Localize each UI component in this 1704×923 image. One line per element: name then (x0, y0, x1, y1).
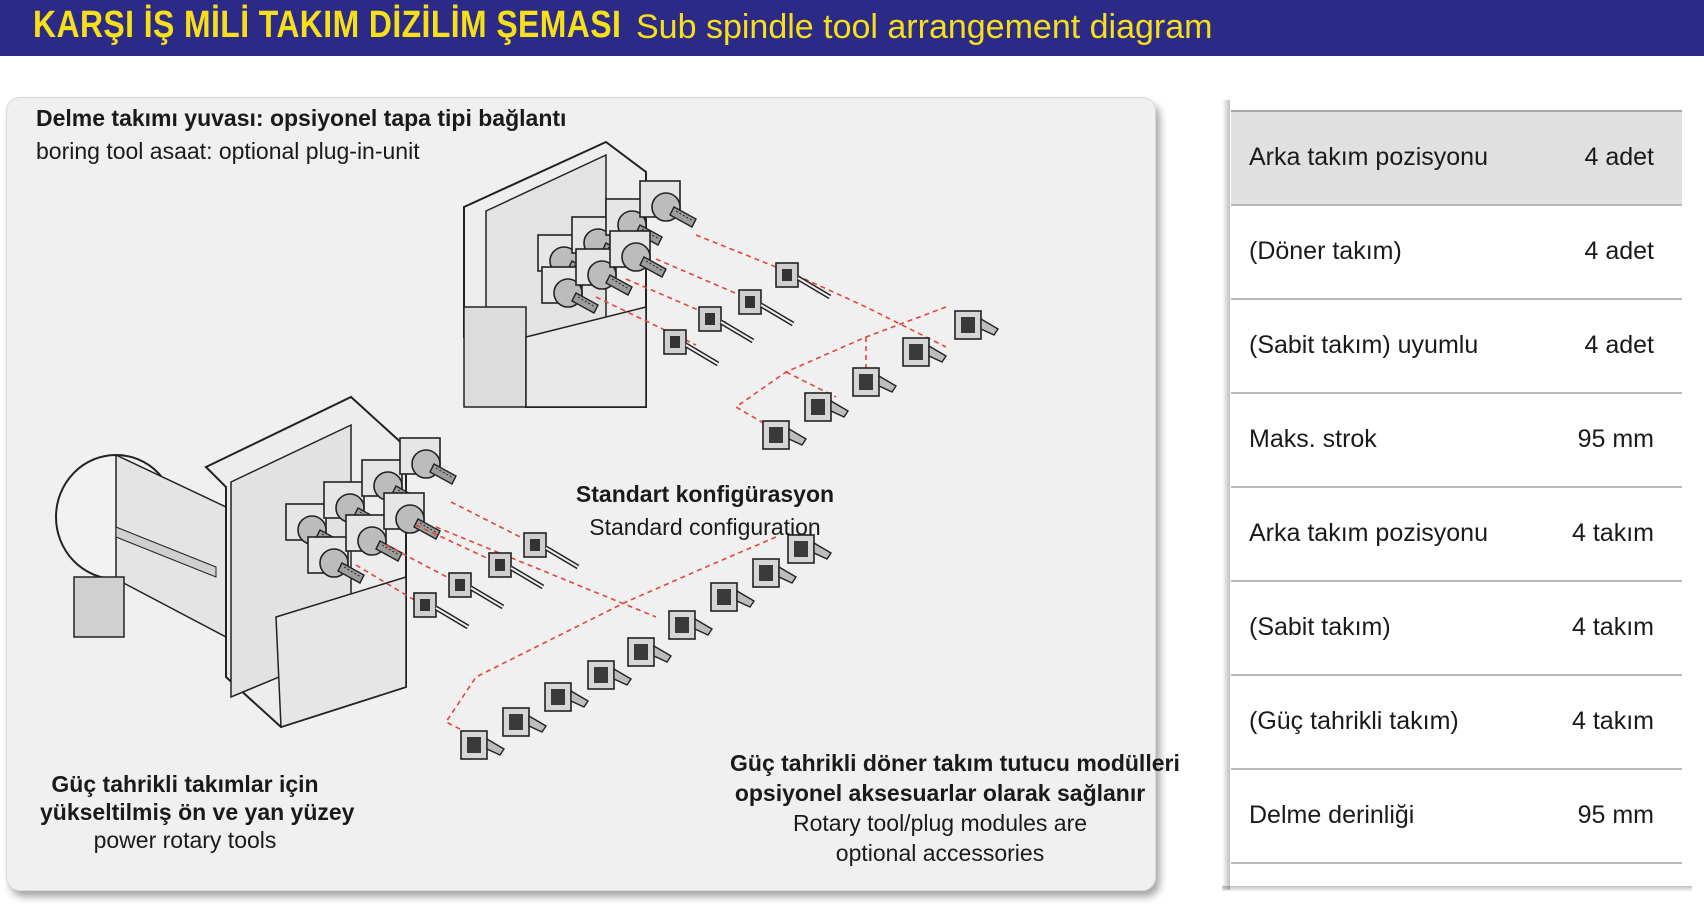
power-label-tr-2: yükseltilmiş ön ve yan yüzey (40, 799, 355, 825)
modules-label-en-1: Rotary tool/plug modules are (792, 810, 1088, 836)
modules-label: Güç tahrikli döner takım tutucu modüller… (730, 748, 1180, 868)
header-banner: KARŞI İŞ MİLİ TAKIM DİZİLİM ŞEMASI Sub s… (0, 0, 1704, 56)
lower-tool-modules (414, 533, 832, 760)
modules-label-tr-1: Güç tahrikli döner takım tutucu modüller… (730, 750, 1180, 776)
table-shadow-bottom (1222, 886, 1692, 892)
table-row: (Döner takım)4 adet (1231, 204, 1682, 298)
modules-label-en-2: optional accessories (835, 840, 1045, 866)
power-label-en: power rotary tools (93, 827, 277, 853)
title-english: Sub spindle tool arrangement diagram (636, 8, 1213, 46)
title-turkish: KARŞI İŞ MİLİ TAKIM DİZİLİM ŞEMASI (33, 4, 622, 46)
standard-label-en: Standard configuration (589, 514, 821, 540)
boring-label-tr: Delme takımı yuvası: opsiyonel tapa tipi… (36, 105, 567, 131)
power-tools-label: Güç tahrikli takımlar için yükseltilmiş … (40, 770, 355, 854)
boring-label-en: boring tool asaat: optional plug-in-unit (36, 138, 420, 164)
standard-turret-illustration (463, 140, 697, 408)
boring-tool-label: Delme takımı yuvası: opsiyonel tapa tipi… (36, 102, 566, 168)
table-row: (Sabit takım)4 takım (1231, 580, 1682, 674)
tool-arrangement-illustration (55, 140, 999, 760)
standard-label-tr: Standart konfigürasyon (575, 481, 835, 507)
table-shadow (1222, 100, 1230, 890)
table-bottom-rule (1231, 862, 1682, 864)
power-turret-illustration (55, 395, 457, 729)
power-label-tr-1: Güç tahrikli takımlar için (51, 771, 319, 797)
standard-config-label: Standart konfigürasyon Standard configur… (560, 478, 850, 544)
modules-label-tr-2: opsiyonel aksesuarlar olarak sağlanır (734, 780, 1146, 806)
table-row: (Güç tahrikli takım)4 takım (1231, 674, 1682, 768)
